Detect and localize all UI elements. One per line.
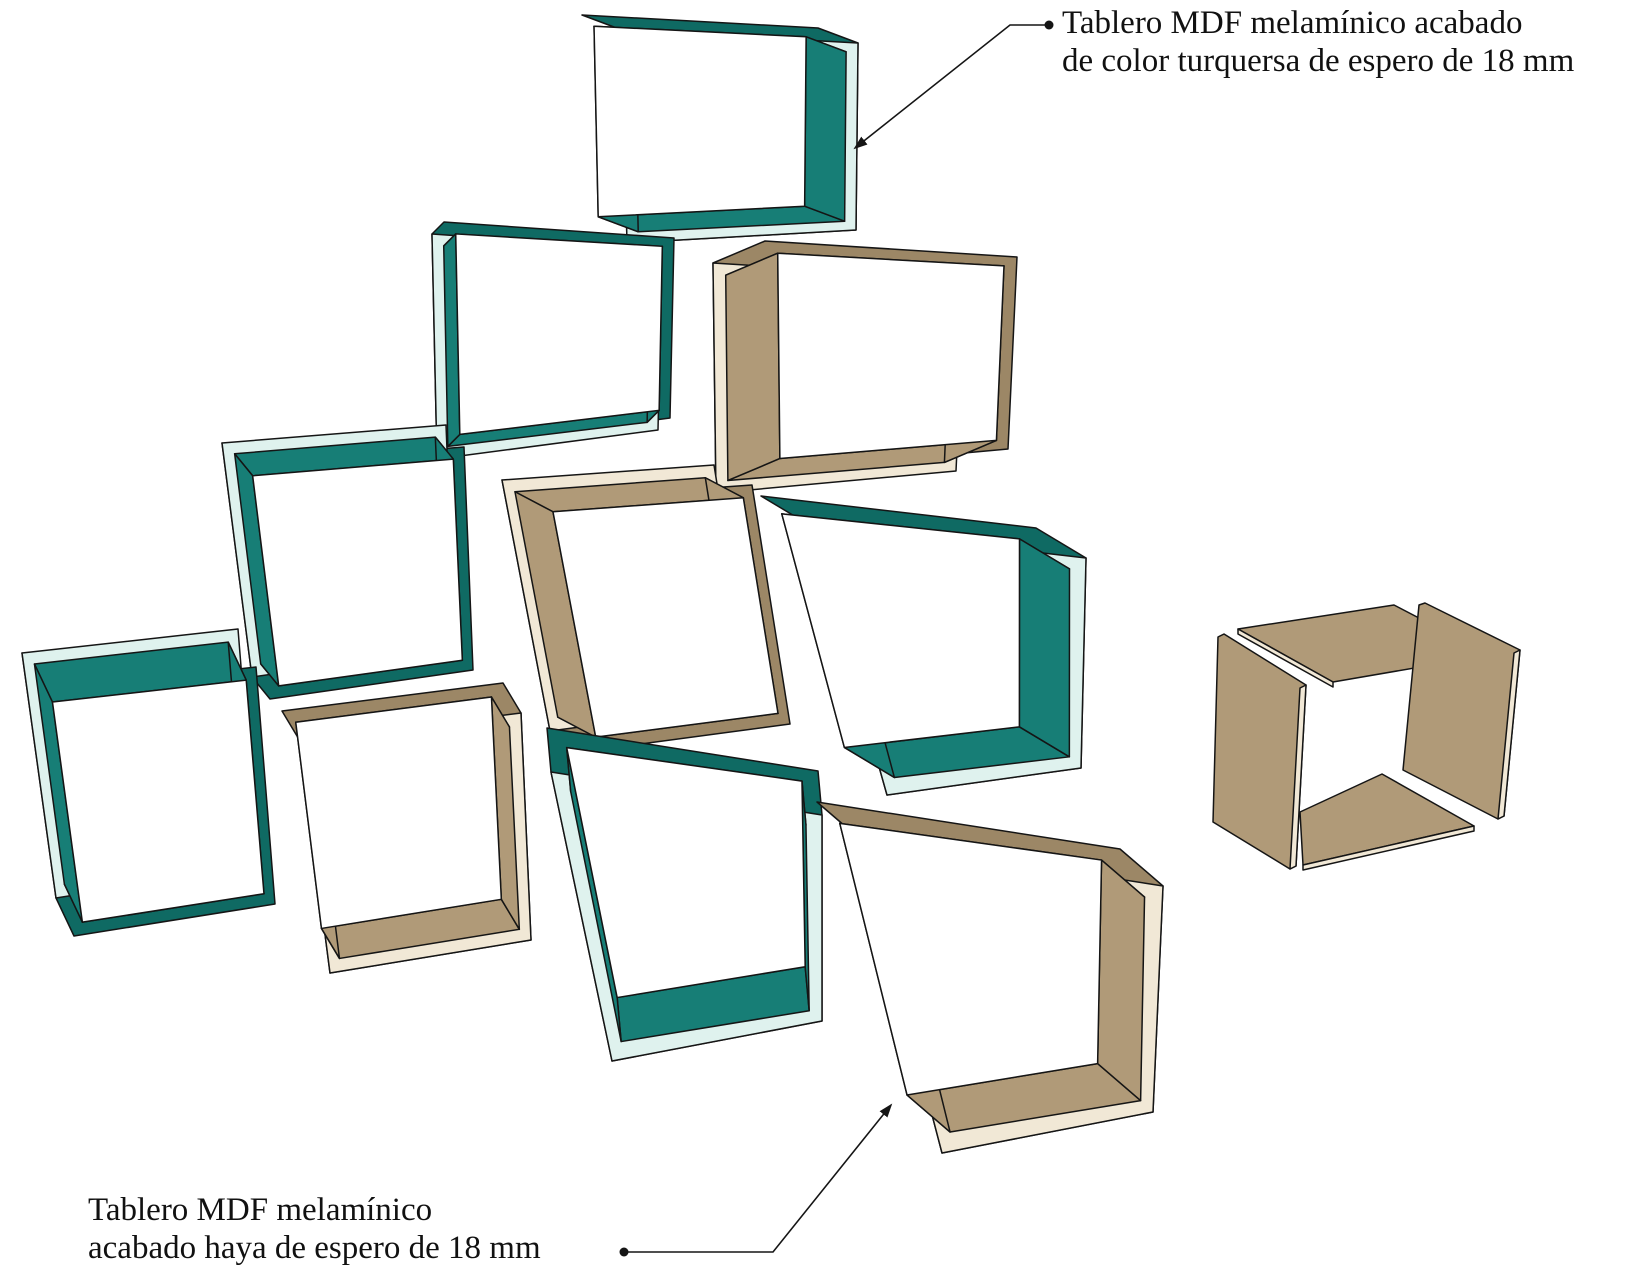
cube-back-opening (781, 513, 1021, 749)
cube-row4-middle-beech (281, 682, 532, 974)
cube-back-opening (454, 233, 664, 436)
exploded-right-panel-edge (1497, 649, 1521, 820)
cube-row2-right-beech (712, 240, 1018, 494)
cube-top-turquoise (581, 14, 859, 244)
exploded-top-panel-edge (1237, 628, 1334, 688)
exploded-cube-beech (1212, 602, 1521, 871)
cube-row3-left-turquoise (221, 424, 474, 700)
cube-front-beech (816, 801, 1164, 1154)
cube-row3-middle-beech (501, 464, 791, 752)
cube-back-opening (593, 25, 807, 218)
turquoise-finish-label: Tablero MDF melamínico acabado de color … (1062, 4, 1574, 80)
cube-row4-left-turquoise (21, 628, 276, 937)
cube-back-opening (251, 458, 464, 687)
turquoise-label-line1: Tablero MDF melamínico acabado (1062, 5, 1523, 41)
cube-back-opening (51, 679, 265, 923)
cube-row4-center-turquoise (546, 727, 823, 1062)
cube-inner-right-panel (1096, 859, 1146, 1102)
turquoise-leader-line (853, 24, 1047, 150)
cube-inner-left-panel (724, 252, 781, 482)
cube-row2-left-turquoise (431, 221, 675, 460)
beech-leader-line (627, 1103, 893, 1253)
turquoise-leader-dot (1044, 20, 1054, 30)
cube-row3-right-turquoise (760, 495, 1087, 796)
cubes-group (21, 14, 1521, 1154)
callout-leaders (619, 20, 1054, 1257)
cube-back-opening (294, 696, 503, 930)
beech-label-line1: Tablero MDF melamínico (88, 1192, 433, 1228)
cube-back-opening (839, 822, 1103, 1096)
beech-leader-dot (619, 1247, 629, 1257)
cube-inner-right-panel (1018, 538, 1071, 758)
beech-finish-label: Tablero MDF melamínico acabado haya de e… (88, 1191, 541, 1267)
exploded-bottom-panel-edge (1302, 825, 1475, 871)
cube-inner-right-panel (803, 36, 847, 222)
cube-back-opening (552, 496, 779, 738)
exploded-left-panel-edge (1289, 684, 1307, 870)
turquoise-label-line2: de color turquersa de espero de 18 mm (1062, 43, 1575, 79)
cube-back-opening (776, 252, 1005, 460)
cube-back-opening (565, 746, 806, 999)
beech-label-line2: acabado haya de espero de 18 mm (88, 1230, 541, 1266)
